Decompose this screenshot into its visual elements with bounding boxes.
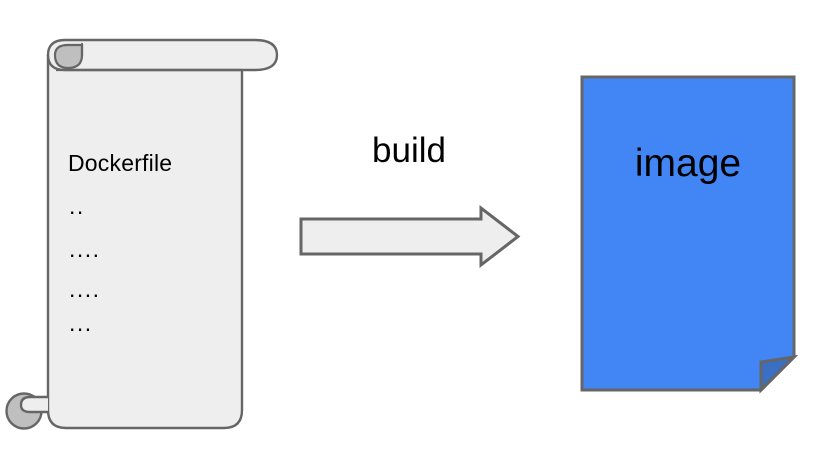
build-arrow-label: build bbox=[372, 131, 446, 170]
scroll-title-text: Dockerfile bbox=[68, 150, 173, 176]
scroll-content-line-2: .... bbox=[69, 236, 101, 262]
scroll-content-line-1: .. bbox=[69, 193, 85, 219]
image-page-shape[interactable] bbox=[580, 75, 799, 394]
dockerfile-scroll-shape[interactable] bbox=[5, 38, 279, 430]
image-page-fold bbox=[759, 354, 799, 394]
image-page-body bbox=[580, 75, 796, 392]
image-page-label: image bbox=[634, 142, 742, 185]
scroll-top-curl-inner bbox=[53, 43, 84, 70]
build-arrow-shape[interactable] bbox=[299, 204, 521, 269]
scroll-content-line-3: .... bbox=[69, 276, 101, 302]
scroll-top-roll bbox=[46, 38, 279, 72]
scroll-content-line-4: ... bbox=[69, 310, 93, 336]
build-arrow-path bbox=[299, 204, 521, 269]
scroll-bottom-curl-spiral bbox=[19, 395, 50, 414]
scroll-body bbox=[46, 53, 244, 430]
